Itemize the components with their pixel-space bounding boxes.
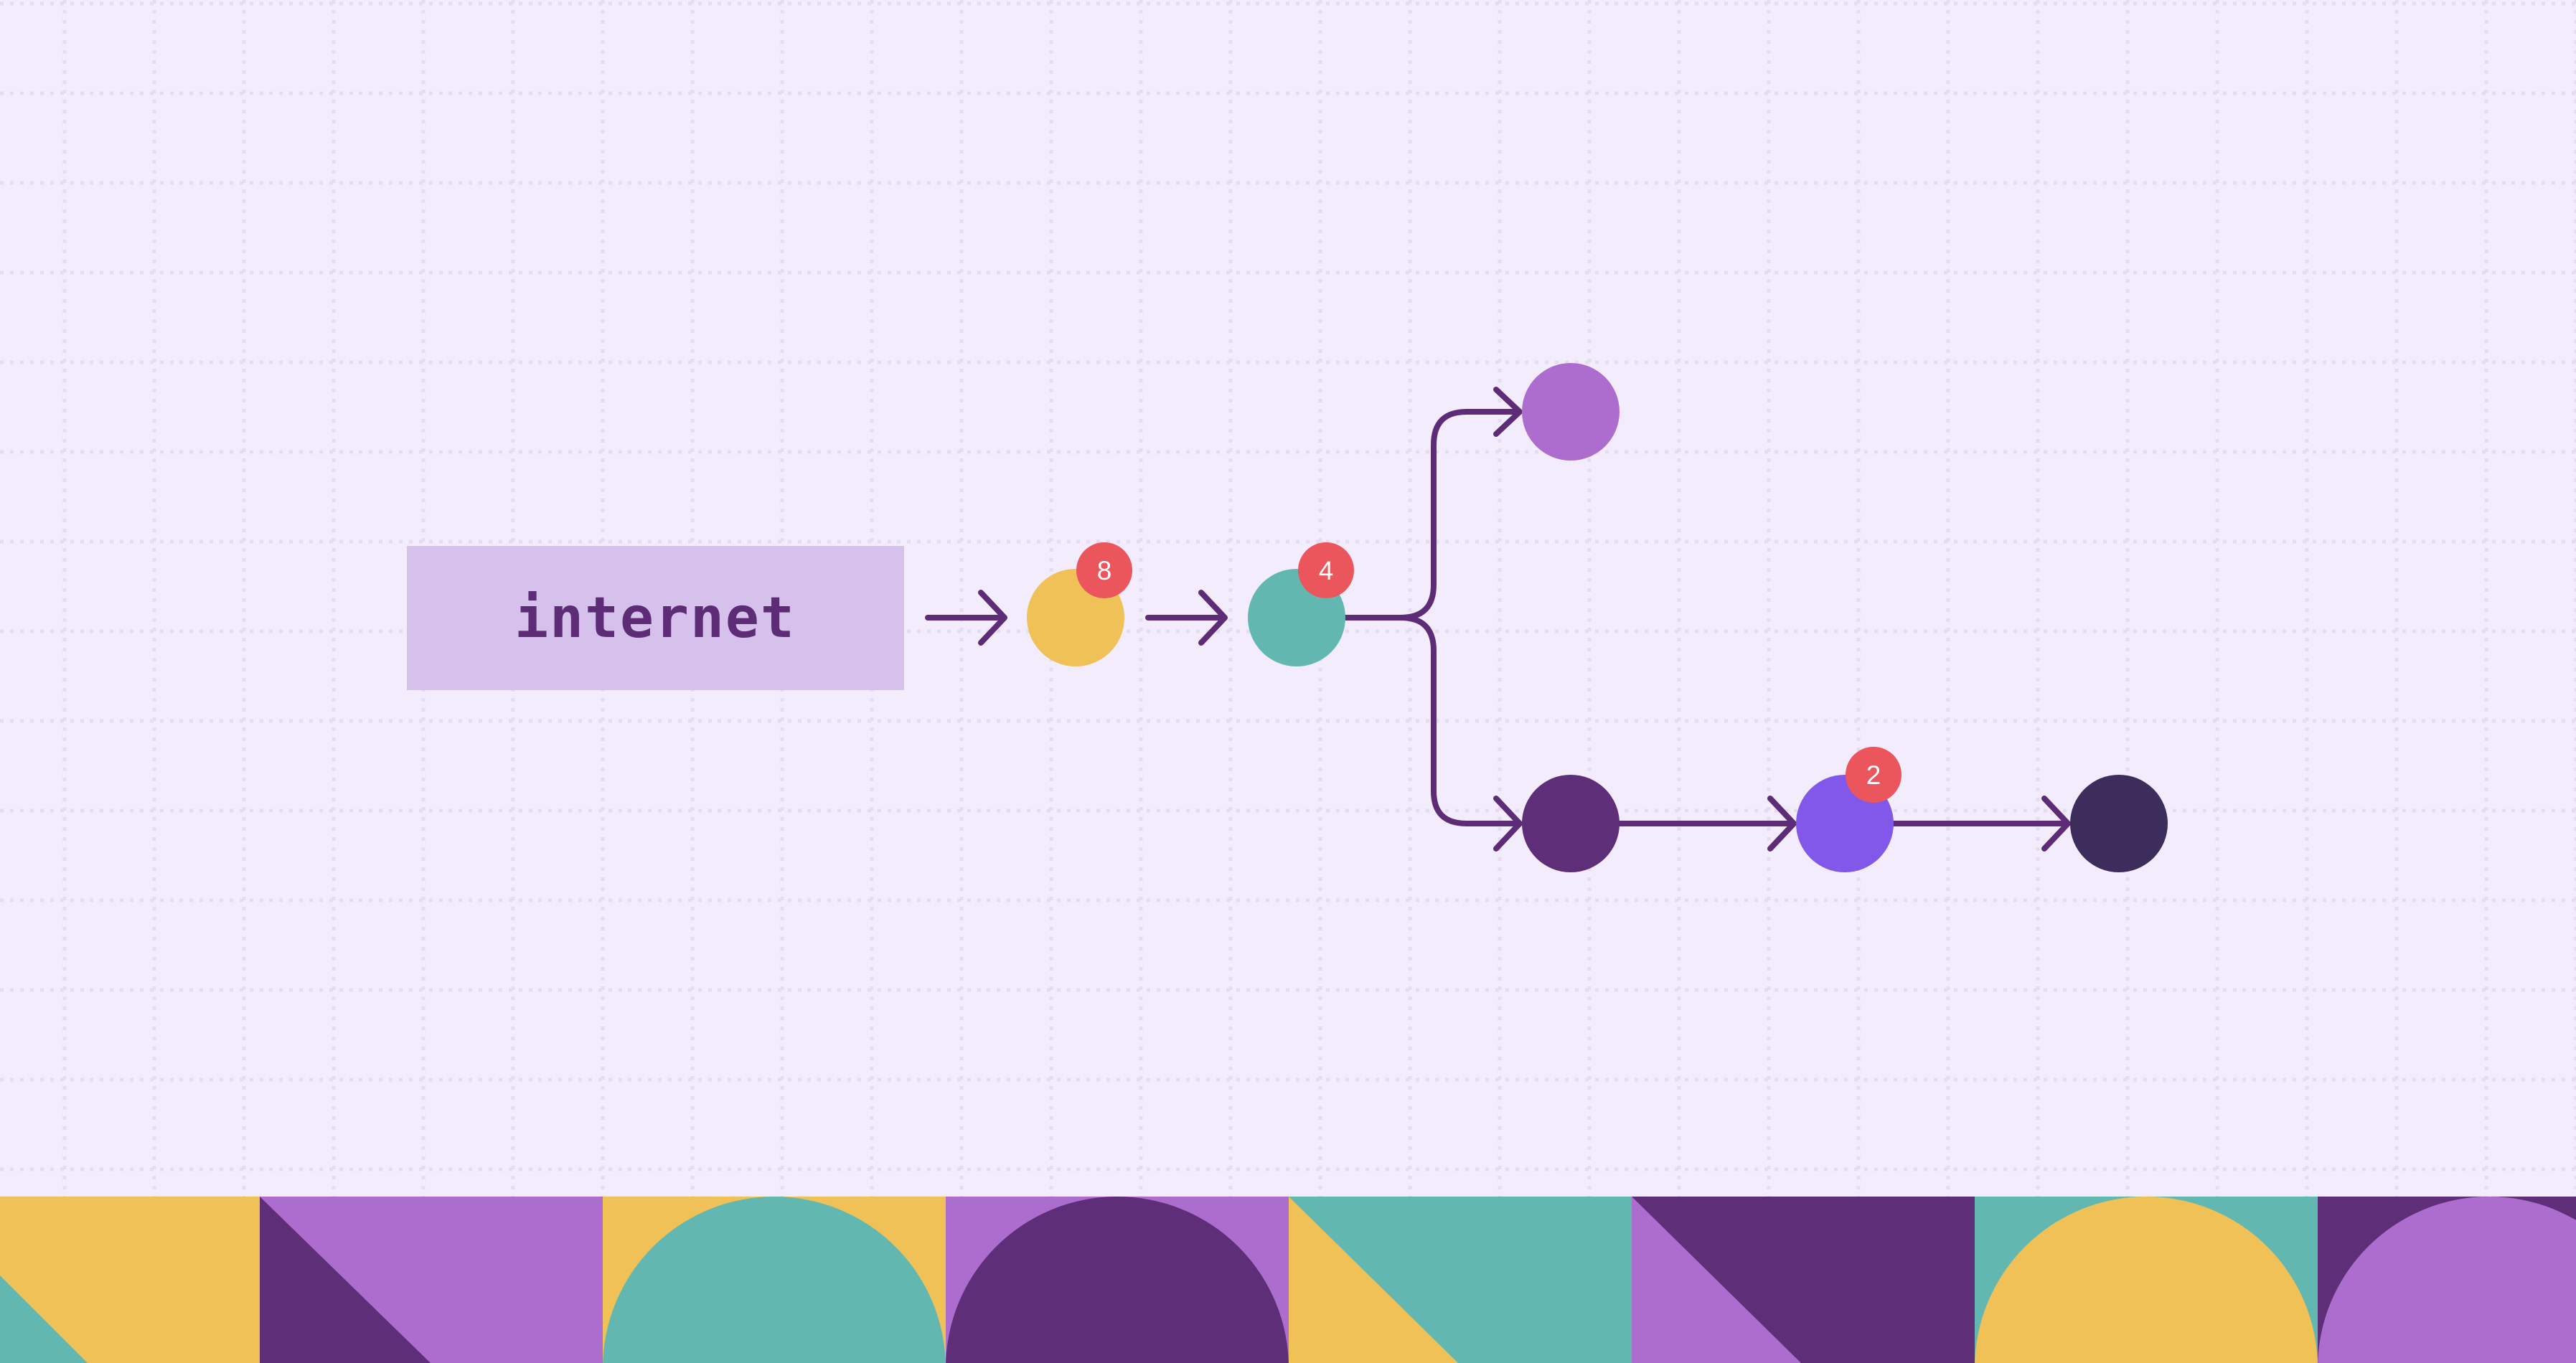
arrow-head-icon — [1198, 590, 1228, 646]
connector-teal-to-plum — [1398, 615, 1520, 826]
node-navy — [2070, 775, 2168, 872]
footer-tile-shape — [2318, 1197, 2576, 1363]
connectors — [925, 387, 2071, 852]
badge-teal-node: 4 — [1298, 542, 1354, 598]
node-plum — [1522, 775, 1620, 872]
footer-tile-shape — [260, 1197, 431, 1363]
footer-tile-shape — [603, 1197, 946, 1363]
footer-pattern-band — [0, 1197, 2576, 1363]
footer-tile-shape — [1289, 1197, 1458, 1363]
source-box: internet — [407, 546, 904, 690]
footer-tile-shape — [1632, 1197, 1801, 1363]
badge-circle — [1846, 747, 1902, 803]
badge-count: 4 — [1319, 556, 1334, 585]
footer-tile-shape — [0, 1275, 88, 1363]
badge-yellow-node: 8 — [1076, 542, 1132, 598]
footer-tile-shape — [1975, 1197, 2318, 1363]
badge-count: 2 — [1866, 760, 1881, 790]
arrow-head-icon — [978, 590, 1007, 646]
source-box-label: internet — [514, 586, 796, 651]
connector-teal-to-lavender — [1342, 409, 1520, 621]
node-lavender — [1522, 363, 1620, 461]
badge-count: 8 — [1097, 556, 1112, 585]
source-box-background — [407, 546, 904, 690]
arrow-head-icon — [2041, 796, 2071, 852]
arrow-head-icon — [1767, 796, 1797, 852]
arrow-head-icon — [1493, 387, 1523, 437]
badge-circle — [1076, 542, 1132, 598]
arrow-head-icon — [1493, 796, 1523, 852]
badge-violet-node: 2 — [1846, 747, 1902, 803]
badge-circle — [1298, 542, 1354, 598]
footer-tile-shape — [946, 1197, 1289, 1363]
